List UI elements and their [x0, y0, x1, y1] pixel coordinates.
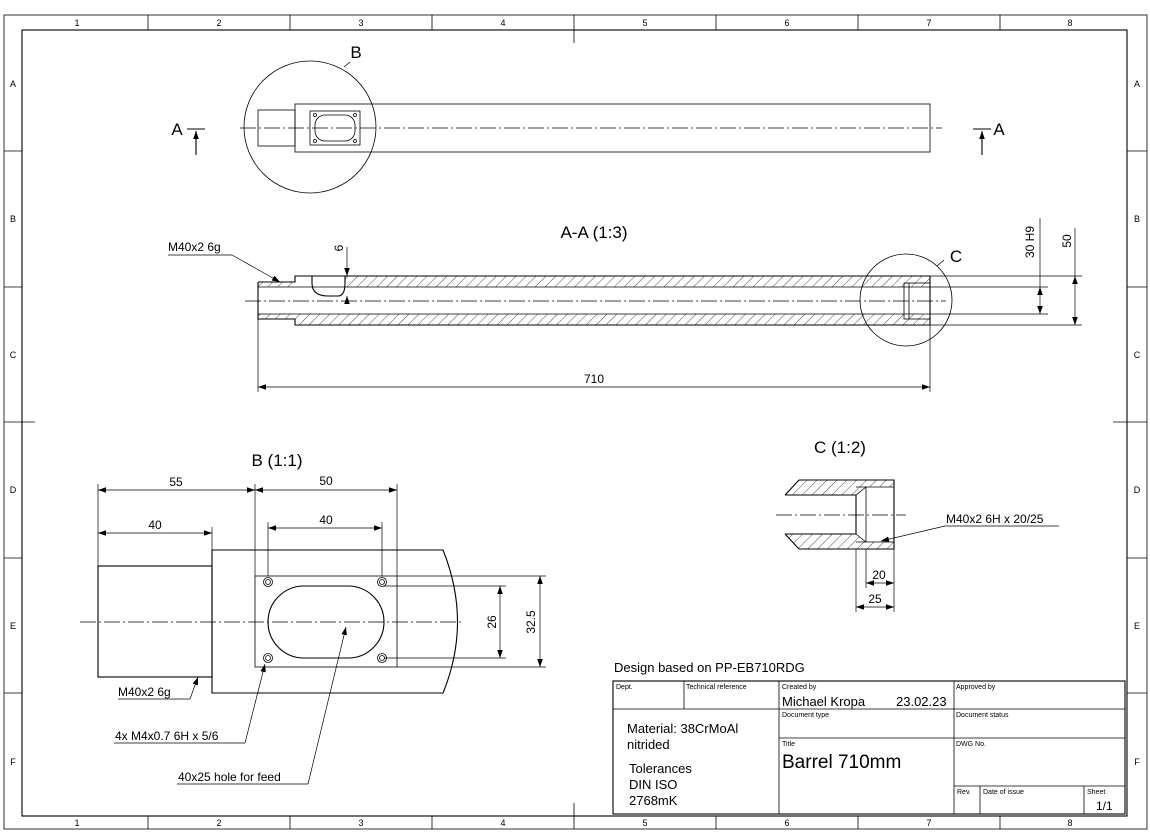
label-dept: Dept.	[616, 684, 633, 691]
row-label-left: B	[10, 214, 16, 224]
dim-overall-length: 710	[584, 372, 604, 386]
col-label-bottom: 6	[784, 818, 789, 828]
note-b-holes: 4x M4x0.7 6H x 5/6	[115, 729, 219, 743]
dim-b-40-hole: 40	[319, 513, 333, 527]
section-marker-right: A	[993, 120, 1005, 139]
dim-outer-diameter: 50	[1060, 234, 1074, 248]
detail-b-view: B (1:1) 55 50 40 40 26 32.5	[80, 451, 546, 785]
label-doc-status: Document status	[956, 712, 1009, 719]
col-label-bottom: 3	[358, 818, 363, 828]
title-block: Design based on PP-EB710RDG Dept. Techni…	[612, 660, 1126, 815]
col-label-top: 3	[358, 18, 363, 28]
row-label-left: D	[10, 485, 17, 495]
col-label-top: 4	[500, 18, 505, 28]
label-tech-ref: Technical reference	[686, 684, 747, 691]
detail-c-marker: C	[950, 247, 962, 266]
dim-groove-depth: 6	[332, 244, 346, 251]
tolerance-line-3: 2768mK	[629, 793, 678, 808]
row-label-right: D	[1134, 485, 1141, 495]
row-label-right: E	[1134, 621, 1140, 631]
row-label-right: F	[1134, 757, 1140, 767]
note-b-feed: 40x25 hole for feed	[178, 770, 281, 784]
dim-bore: 30 H9	[1023, 226, 1037, 258]
dim-b-50: 50	[319, 474, 333, 488]
col-label-top: 8	[1067, 18, 1072, 28]
dim-b-32-5: 32.5	[524, 610, 538, 634]
row-label-left: C	[10, 350, 17, 360]
label-title: Title	[782, 741, 795, 748]
row-label-right: B	[1134, 214, 1140, 224]
detail-c-circle	[859, 253, 953, 347]
detail-b-title: B (1:1)	[251, 451, 302, 470]
row-label-left: A	[10, 79, 16, 89]
label-sheet: Sheet	[1087, 789, 1105, 796]
sheet-value: 1/1	[1096, 799, 1113, 813]
drawing-title: Barrel 710mm	[782, 752, 901, 773]
col-label-top: 1	[74, 18, 79, 28]
design-note: Design based on PP-EB710RDG	[614, 660, 805, 675]
top-view: B A A	[171, 43, 1005, 194]
col-label-top: 6	[784, 18, 789, 28]
col-label-bottom: 7	[926, 818, 931, 828]
row-label-right: C	[1134, 350, 1141, 360]
detail-b-circle	[243, 60, 377, 194]
col-label-bottom: 8	[1067, 818, 1072, 828]
col-label-top: 5	[642, 18, 647, 28]
note-thread-left: M40x2 6g	[168, 240, 221, 254]
label-doc-type: Document type	[782, 712, 829, 719]
dim-c-20: 20	[872, 568, 886, 582]
label-approved-by: Approved by	[956, 684, 996, 691]
detail-c-title: C (1:2)	[814, 438, 866, 457]
label-rev: Rev.	[957, 789, 971, 796]
col-label-bottom: 2	[216, 818, 221, 828]
col-label-bottom: 5	[642, 818, 647, 828]
col-label-top: 2	[216, 18, 221, 28]
tolerance-line-1: Tolerances	[629, 761, 692, 776]
material-line-2: nitrided	[627, 737, 670, 752]
material-line-1: Material: 38CrMoAl	[627, 721, 738, 736]
row-label-right: A	[1134, 79, 1140, 89]
dim-b-55: 55	[169, 475, 183, 489]
dim-c-25: 25	[868, 592, 882, 606]
section-view-a-a: A-A (1:3) C 710 M40x2 6g 6	[168, 218, 1082, 392]
created-by-value: Michael Kropa	[782, 694, 866, 709]
date-value: 23.02.23	[896, 694, 947, 709]
dim-b-26: 26	[485, 615, 499, 629]
label-created-by: Created by	[782, 684, 817, 691]
detail-b-marker: B	[350, 43, 361, 62]
row-label-left: F	[10, 757, 16, 767]
note-c-thread: M40x2 6H x 20/25	[946, 512, 1044, 526]
col-label-bottom: 1	[74, 818, 79, 828]
drawing-frame: 1 2 3 4 5 6 7 8 1 2 3 4 5 6 7 8 A B C D …	[3, 14, 1148, 830]
tolerance-line-2: DIN ISO	[629, 777, 677, 792]
label-date-issue: Date of issue	[983, 789, 1024, 796]
col-label-top: 7	[926, 18, 931, 28]
label-dwg-no: DWG No.	[956, 741, 986, 748]
detail-c-view: C (1:2) 20 25 M40x2 6H x 20/25	[776, 438, 1059, 612]
section-title: A-A (1:3)	[560, 223, 627, 242]
note-b-thread: M40x2 6g	[118, 685, 171, 699]
col-label-bottom: 4	[500, 818, 505, 828]
dim-b-40-left: 40	[148, 518, 162, 532]
row-label-left: E	[10, 621, 16, 631]
section-marker-left: A	[171, 120, 183, 139]
